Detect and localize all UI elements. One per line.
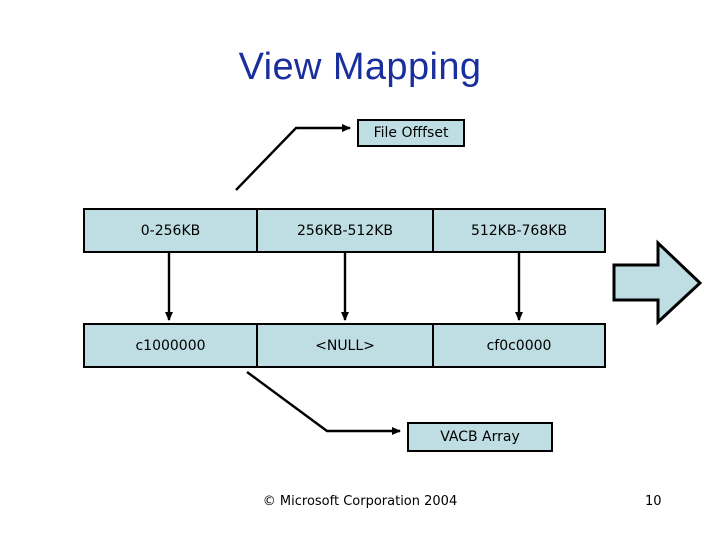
cell-vacb-pointer-2: <NULL>: [258, 325, 434, 366]
footer-copyright: © Microsoft Corporation 2004: [262, 494, 458, 509]
table-row-vacb-pointers: c1000000 <NULL> cf0c0000: [83, 323, 606, 368]
cell-offset-range-1: 0-256KB: [85, 210, 258, 251]
cell-offset-range-3: 512KB-768KB: [470, 222, 568, 239]
page-number: 10: [645, 494, 662, 509]
label-vacb-array: VACB Array: [407, 422, 553, 452]
right-block-arrow: [612, 239, 703, 326]
table-row-file-offset-ranges: 0-256KB 256KB-512KB 512KB-768KB: [83, 208, 606, 253]
file-offset-callout-arrow: [235, 124, 351, 191]
cell-vacb-pointer-3: cf0c0000: [486, 337, 552, 354]
vacb-array-callout-arrow: [246, 371, 401, 435]
label-file-offset: File Offfset: [357, 119, 465, 147]
cell-offset-range-2: 256KB-512KB: [258, 210, 434, 251]
page-title: View Mapping: [238, 46, 482, 88]
cell-vacb-pointer-1: c1000000: [85, 325, 258, 366]
